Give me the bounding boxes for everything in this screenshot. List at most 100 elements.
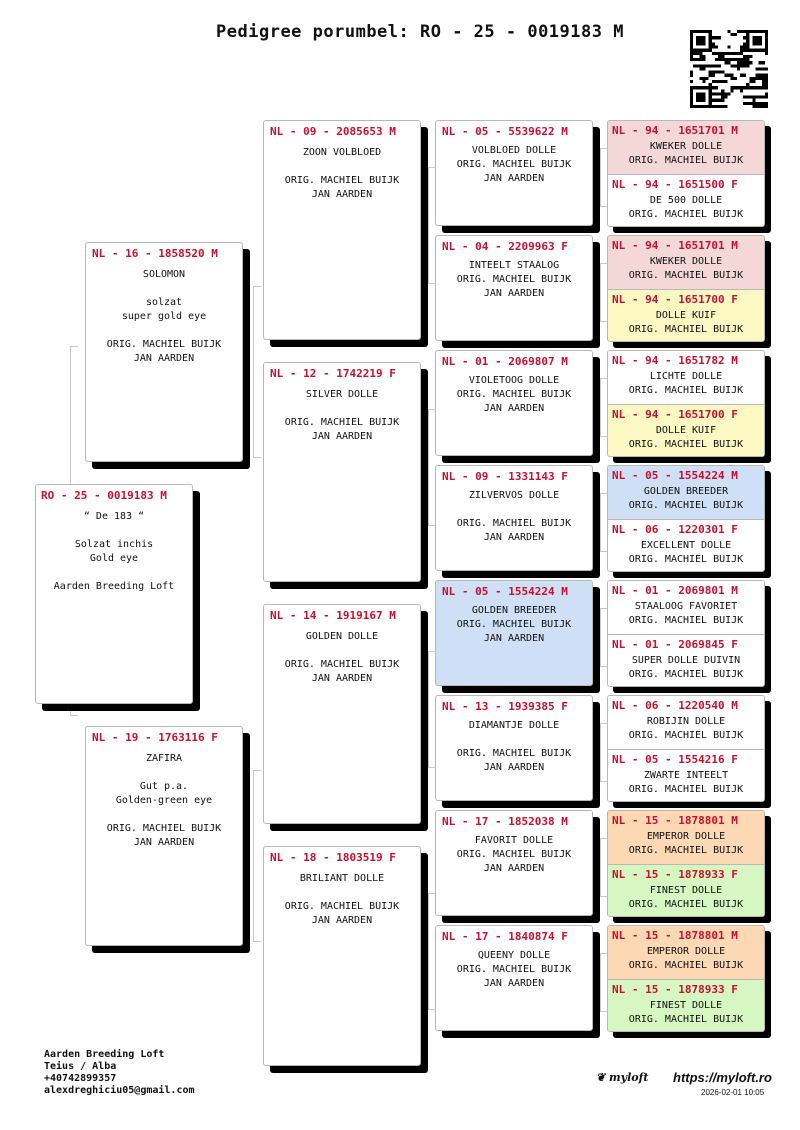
great-grandparent-card[interactable]: NL - 17 - 1852038 M FAVORIT DOLLE ORIG. … (435, 810, 593, 916)
ring-number: NL - 01 - 2069845 F (612, 638, 738, 651)
ring-number: NL - 05 - 1554216 F (612, 753, 738, 766)
connector-line (600, 608, 608, 667)
ring-number: NL - 05 - 5539622 M (442, 125, 568, 138)
ancestor-entry[interactable]: NL - 05 - 1554216 F ZWARTE INTEELT ORIG.… (608, 749, 764, 801)
breeder-email: alexdreghiciu05@gmail.com (44, 1085, 195, 1096)
bird-details: EXCELLENT DOLLE ORIG. MACHIEL BUIJK (628, 540, 744, 565)
ancestor-entry[interactable]: NL - 15 - 1878801 M EMPEROR DOLLE ORIG. … (608, 811, 764, 864)
ring-number: NL - 05 - 1554224 M (612, 469, 738, 482)
ancestor-entry[interactable]: NL - 05 - 1554224 M GOLDEN BREEDER ORIG.… (608, 466, 764, 519)
ring-number: NL - 04 - 2209963 F (442, 240, 568, 253)
connector-line (428, 651, 436, 768)
grandparent-card[interactable]: NL - 18 - 1803519 F BRILIANT DOLLE ORIG.… (263, 846, 421, 1066)
bird-details: EMPEROR DOLLE ORIG. MACHIEL BUIJK (628, 831, 744, 856)
great-grandparent-card[interactable]: NL - 05 - 5539622 M VOLBLOED DOLLE ORIG.… (435, 120, 593, 226)
bird-details: ZWARTE INTEELT ORIG. MACHIEL BUIJK (628, 770, 744, 795)
bird-details: DOLLE KUIF ORIG. MACHIEL BUIJK (628, 425, 744, 450)
ancestor-entry[interactable]: NL - 06 - 1220301 F EXCELLENT DOLLE ORIG… (608, 519, 764, 571)
bird-details: ROBIJIN DOLLE ORIG. MACHIEL BUIJK (628, 716, 744, 741)
subject-card[interactable]: RO - 25 - 0019183 M “ De 183 “ Solzat in… (35, 484, 193, 704)
connector-line (600, 838, 608, 897)
ring-number: NL - 13 - 1939385 F (442, 700, 568, 713)
bird-details: FINEST DOLLE ORIG. MACHIEL BUIJK (628, 1000, 744, 1025)
ancestor-entry[interactable]: NL - 15 - 1878933 F FINEST DOLLE ORIG. M… (608, 864, 764, 916)
print-date: 2026-02-01 10:05 (701, 1088, 765, 1097)
ring-number: NL - 01 - 2069801 M (612, 584, 738, 597)
sire-card[interactable]: NL - 16 - 1858520 M SOLOMON solzat super… (85, 242, 243, 462)
ring-number: NL - 15 - 1878933 F (612, 868, 738, 881)
great-grandparent-card[interactable]: NL - 04 - 2209963 F INTEELT STAALOG ORIG… (435, 235, 593, 341)
connector-line (428, 409, 436, 526)
ring-number: NL - 19 - 1763116 F (92, 731, 218, 744)
bird-details: SUPER DOLLE DUIVIN ORIG. MACHIEL BUIJK (628, 655, 744, 680)
ring-number: NL - 17 - 1852038 M (442, 815, 568, 828)
connector-line (253, 770, 261, 942)
connector-line (600, 723, 608, 782)
ancestor-entry[interactable]: NL - 94 - 1651700 F DOLLE KUIF ORIG. MAC… (608, 404, 764, 456)
ancestor-entry[interactable]: NL - 06 - 1220540 M ROBIJIN DOLLE ORIG. … (608, 696, 764, 749)
breeder-phone: +40742899357 (44, 1073, 117, 1084)
bird-details: SOLOMON solzat super gold eye ORIG. MACH… (106, 269, 222, 364)
bird-details: VIOLETOOG DOLLE ORIG. MACHIEL BUIJK JAN … (456, 375, 572, 414)
great-grandparent-card[interactable]: NL - 17 - 1840874 F QUEENY DOLLE ORIG. M… (435, 925, 593, 1031)
connector-line (428, 167, 436, 284)
ring-number: NL - 12 - 1742219 F (270, 367, 396, 380)
bird-details: GOLDEN BREEDER ORIG. MACHIEL BUIJK (628, 486, 744, 511)
ancestor-entry[interactable]: NL - 15 - 1878801 M EMPEROR DOLLE ORIG. … (608, 926, 764, 979)
ring-number: NL - 94 - 1651700 F (612, 408, 738, 421)
breeder-name: Aarden Breeding Loft (44, 1049, 165, 1060)
bird-details: INTEELT STAALOG ORIG. MACHIEL BUIJK JAN … (456, 260, 572, 299)
great-grandparent-card[interactable]: NL - 05 - 1554224 M GOLDEN BREEDER ORIG.… (435, 580, 593, 686)
bird-details: BRILIANT DOLLE ORIG. MACHIEL BUIJK JAN A… (284, 873, 400, 926)
great-great-grandparents-pair: NL - 15 - 1878801 M EMPEROR DOLLE ORIG. … (607, 925, 765, 1032)
great-grandparent-card[interactable]: NL - 09 - 1331143 F ZILVERVOS DOLLE ORIG… (435, 465, 593, 571)
ring-number: NL - 94 - 1651701 M (612, 239, 738, 252)
ancestor-entry[interactable]: NL - 94 - 1651700 F DOLLE KUIF ORIG. MAC… (608, 289, 764, 341)
bird-details: QUEENY DOLLE ORIG. MACHIEL BUIJK JAN AAR… (456, 950, 572, 989)
ancestor-entry[interactable]: NL - 94 - 1651500 F DE 500 DOLLE ORIG. M… (608, 174, 764, 226)
bird-details: ZOON VOLBLOED ORIG. MACHIEL BUIJK JAN AA… (284, 147, 400, 200)
bird-details: DOLLE KUIF ORIG. MACHIEL BUIJK (628, 310, 744, 335)
ring-number: NL - 05 - 1554224 M (442, 585, 568, 598)
great-great-grandparents-pair: NL - 15 - 1878801 M EMPEROR DOLLE ORIG. … (607, 810, 765, 917)
connector-line (600, 148, 608, 207)
ring-number: NL - 14 - 1919167 M (270, 609, 396, 622)
myloft-logo-icon: ❦ myloft (596, 1071, 649, 1084)
ancestor-entry[interactable]: NL - 94 - 1651701 M KWEKER DOLLE ORIG. M… (608, 236, 764, 289)
ring-number: NL - 17 - 1840874 F (442, 930, 568, 943)
ancestor-entry[interactable]: NL - 01 - 2069801 M STAALOOG FAVORIET OR… (608, 581, 764, 634)
website-link[interactable]: https://myloft.ro (673, 1070, 772, 1085)
connector-line (600, 493, 608, 552)
ring-number: NL - 94 - 1651782 M (612, 354, 738, 367)
bird-details: GOLDEN DOLLE ORIG. MACHIEL BUIJK JAN AAR… (284, 631, 400, 684)
breeder-contact: Aarden Breeding Loft Teius / Alba +40742… (44, 1049, 195, 1097)
bird-details: FAVORIT DOLLE ORIG. MACHIEL BUIJK JAN AA… (456, 835, 572, 874)
bird-details: KWEKER DOLLE ORIG. MACHIEL BUIJK (628, 141, 744, 166)
ancestor-entry[interactable]: NL - 01 - 2069845 F SUPER DOLLE DUIVIN O… (608, 634, 764, 686)
great-grandparent-card[interactable]: NL - 13 - 1939385 F DIAMANTJE DOLLE ORIG… (435, 695, 593, 801)
bird-details: LICHTE DOLLE ORIG. MACHIEL BUIJK (628, 371, 744, 396)
ancestor-entry[interactable]: NL - 94 - 1651701 M KWEKER DOLLE ORIG. M… (608, 121, 764, 174)
ring-number: NL - 09 - 1331143 F (442, 470, 568, 483)
grandparent-card[interactable]: NL - 14 - 1919167 M GOLDEN DOLLE ORIG. M… (263, 604, 421, 824)
ancestor-entry[interactable]: NL - 15 - 1878933 F FINEST DOLLE ORIG. M… (608, 979, 764, 1031)
ring-number: NL - 01 - 2069807 M (442, 355, 568, 368)
great-great-grandparents-pair: NL - 05 - 1554224 M GOLDEN BREEDER ORIG.… (607, 465, 765, 572)
bird-details: FINEST DOLLE ORIG. MACHIEL BUIJK (628, 885, 744, 910)
bird-details: “ De 183 “ Solzat inchis Gold eye Aarden… (53, 511, 175, 592)
bird-details: GOLDEN BREEDER ORIG. MACHIEL BUIJK JAN A… (456, 605, 572, 644)
connector-line (600, 953, 608, 1012)
grandparent-card[interactable]: NL - 09 - 2085653 M ZOON VOLBLOED ORIG. … (263, 120, 421, 340)
great-great-grandparents-pair: NL - 06 - 1220540 M ROBIJIN DOLLE ORIG. … (607, 695, 765, 802)
bird-details: ZILVERVOS DOLLE ORIG. MACHIEL BUIJK JAN … (456, 490, 572, 543)
connector-line (428, 893, 436, 1010)
dam-card[interactable]: NL - 19 - 1763116 F ZAFIRA Gut p.a. Gold… (85, 726, 243, 946)
grandparent-card[interactable]: NL - 12 - 1742219 F SILVER DOLLE ORIG. M… (263, 362, 421, 582)
ring-number: NL - 15 - 1878933 F (612, 983, 738, 996)
great-grandparent-card[interactable]: NL - 01 - 2069807 M VIOLETOOG DOLLE ORIG… (435, 350, 593, 456)
logo-text: myloft (609, 1071, 649, 1084)
ring-number: NL - 06 - 1220540 M (612, 699, 738, 712)
ancestor-entry[interactable]: NL - 94 - 1651782 M LICHTE DOLLE ORIG. M… (608, 351, 764, 404)
bird-details: DE 500 DOLLE ORIG. MACHIEL BUIJK (628, 195, 744, 220)
great-great-grandparents-pair: NL - 94 - 1651701 M KWEKER DOLLE ORIG. M… (607, 235, 765, 342)
